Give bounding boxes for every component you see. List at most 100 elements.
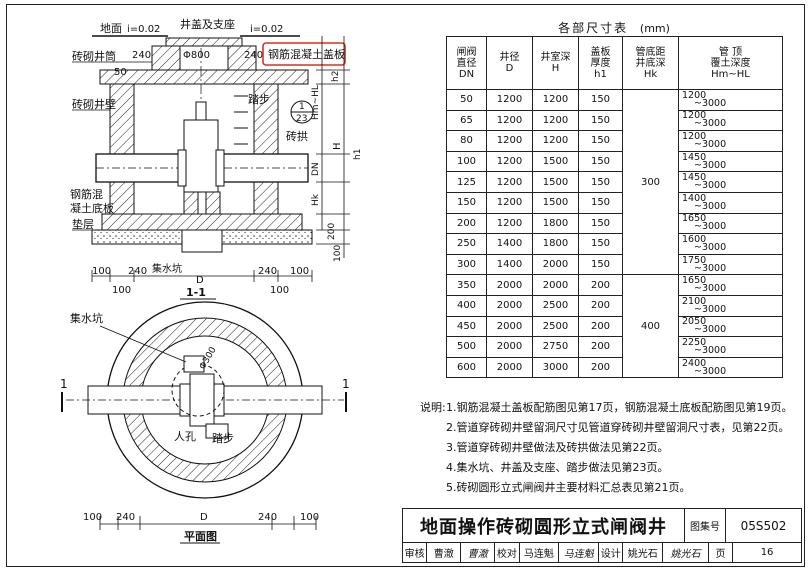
table-cell-hm-hl: 2250~3000 [678,336,783,358]
design-name: 姚光石 [623,543,664,562]
table-cell-h1: 150 [578,109,623,132]
table-cell-h1: 200 [578,336,623,358]
table-cell-h1: 200 [578,274,623,296]
dimension-table-title: 各部尺寸表 (mm) [446,20,782,36]
hm-hl-max: ~3000 [694,200,727,212]
table-cell-d: 2000 [486,336,533,358]
table-cell-h: 3000 [532,356,579,379]
label-slope-right: i=0.02 [250,24,283,35]
table-cell-h: 2000 [532,253,579,276]
table-cell-dn: 450 [446,315,487,338]
cut-marker-left: 1 [60,377,68,391]
table-cell-h: 1200 [532,109,579,132]
table-cell-hm-hl: 1200~3000 [678,109,783,132]
dim-200: 200 [327,223,337,240]
drawing-frame [6,4,805,567]
hm-hl-max: ~3000 [694,159,727,171]
plan-dim-240b: 240 [258,512,277,523]
table-cell-hm-hl: 1650~3000 [678,274,783,296]
table-header-line: DN [458,68,475,80]
table-cell-dn: 600 [446,356,487,379]
table-cell-d: 1200 [486,130,533,152]
table-header-line: 管底距 [635,46,666,58]
notes-list: 1.钢筋混凝土盖板配筋图见第17页，钢筋混凝土底板配筋图见第19页。2.管道穿砖… [446,398,793,498]
hm-hl-min: 1200 [682,110,707,122]
table-cell-dn: 80 [446,130,487,152]
valve-body [183,119,219,193]
table-cell-h: 1200 [532,89,579,111]
well-wall-right [253,83,279,215]
table-cell-h1: 200 [578,315,623,338]
dim-dn: DN [311,162,321,176]
dim-bottom-100b: 100 [290,266,309,277]
plan-dim-d: D [200,512,208,523]
label-brick-arch: 砖拱 [286,129,308,143]
hm-hl-max: ~3000 [694,365,727,377]
label-brick-shaft: 砖砌井筒 [72,49,116,63]
table-cell-dn: 500 [446,336,487,358]
table-cell-h1: 150 [578,130,623,152]
notes-label: 说明: [420,401,446,414]
dim-bottom-d: D [196,275,204,286]
table-cell-h: 1500 [532,150,579,173]
table-cell-d: 1200 [486,171,533,193]
table-header-line: Hk [643,68,658,80]
plan-sump [183,355,205,373]
label-brick-wall: 砖砌井壁 [72,97,116,111]
label-base-plate-1: 钢筋混 [70,187,103,201]
cover-plate [99,69,309,85]
review-label: 审核 [403,543,428,562]
table-cell-hm-hl: 2100~3000 [678,294,783,317]
table-cell-dn: 150 [446,191,487,214]
atlas-label: 图集号 [684,508,726,543]
table-cell-h: 1500 [532,191,579,214]
detail-callout-num: 1 [299,102,305,112]
table-cell-d: 2000 [486,356,533,379]
hm-hl-max: ~3000 [694,303,727,315]
note-item: 4.集水坑、井盖及支座、踏步做法见第23页。 [446,461,669,474]
hm-hl-min: 1400 [682,192,707,204]
check-name: 马连魁 [520,543,560,562]
note-item: 2.管道穿砖砌井壁留洞尺寸见管道穿砖砌井壁留洞尺寸表，见第22页。 [446,421,790,434]
dim-240-right: 240 [244,50,263,61]
hm-hl-min: 1650 [682,213,707,225]
vertical-dimension-lines [316,36,350,258]
dim-hm-hl: Hm~HL [311,85,321,120]
label-step: 踏步 [248,92,270,106]
table-cell-dn: 125 [446,171,487,193]
table-cell-dn: 400 [446,294,487,317]
table-cell-d: 1200 [486,150,533,173]
table-cell-h: 1500 [532,171,579,193]
table-cell-hk: 400 [622,274,679,379]
table-cell-dn: 350 [446,274,487,296]
table-cell-h: 1200 [532,130,579,152]
hm-hl-min: 1450 [682,151,707,163]
table-cell-d: 1400 [486,253,533,276]
title-block: 地面操作砖砌圆形立式闸阀井 图集号 05S502 审核 曹澈 曹澈 校对 马连魁… [402,508,802,564]
dim-bottom-100d: 100 [270,285,289,296]
shaft-wall-left [151,45,181,71]
label-cover-seat: 井盖及支座 [180,17,235,31]
table-cell-h1: 200 [578,294,623,317]
section-view: 地面 i=0.02 井盖及支座 i=0.02 [70,17,363,300]
table-cell-d: 1200 [486,212,533,235]
hm-hl-max: ~3000 [694,180,727,192]
dim-100-right: 100 [333,245,343,262]
table-cell-hm-hl: 1600~3000 [678,233,783,255]
table-cell-hm-hl: 1400~3000 [678,191,783,214]
base-plate [101,213,303,231]
check-label: 校对 [495,543,520,562]
table-cell-h: 1800 [532,212,579,235]
dim-240-left: 240 [132,50,151,61]
table-header-line: 覆土深度 [710,57,751,69]
dim-bottom-240a: 240 [128,266,147,277]
table-header-line: 管 顶 [718,46,743,58]
